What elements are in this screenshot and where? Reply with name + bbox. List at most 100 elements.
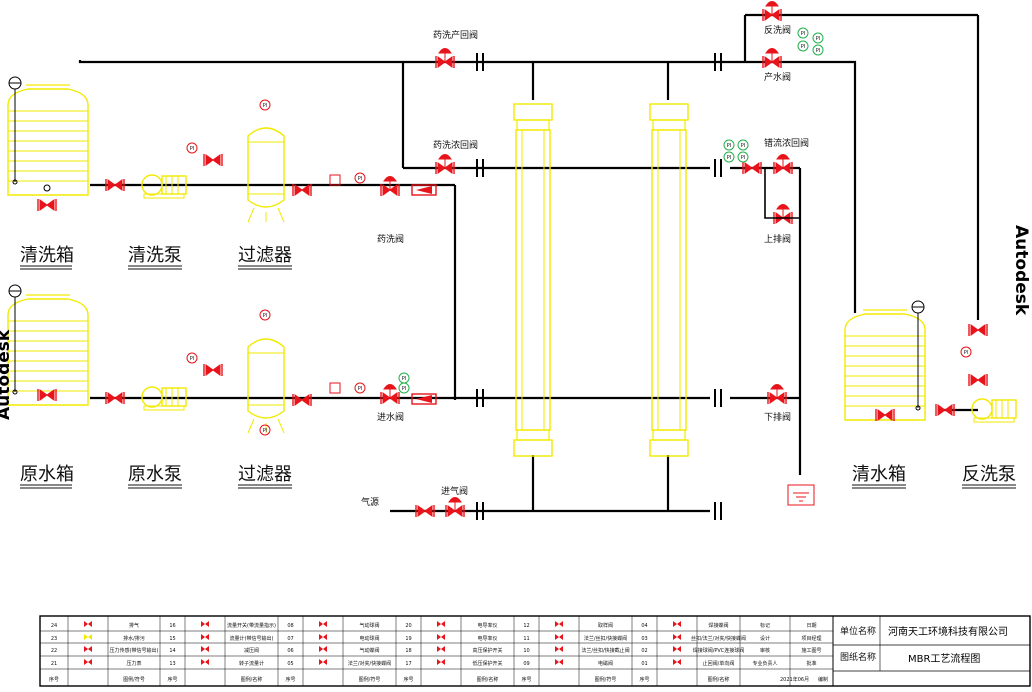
legend-cell: 电导率仪 — [477, 622, 497, 629]
label-product-valve: 产水阀 — [764, 71, 791, 83]
label-air-inlet-valve: 进气阀 — [441, 485, 468, 497]
legend-cell: 压力表 — [126, 660, 141, 667]
legend-cell: 减压阀 — [244, 647, 259, 654]
legend-cell: 08 — [287, 623, 293, 629]
legend-cell: 焊接蝶阀 — [708, 622, 728, 629]
legend-cell: 批准 — [806, 660, 816, 667]
legend-symbol-icon — [673, 659, 681, 665]
label-clean-pump: 清洗泵 — [128, 245, 182, 266]
label-air-source: 气源 — [361, 496, 379, 508]
legend-symbol-icon — [84, 621, 92, 627]
legend-cell: 24 — [51, 623, 57, 629]
company-label: 单位名称 — [840, 625, 876, 637]
equipment-labels: 清洗箱 清洗泵 过滤器 原水箱 原水泵 过滤器 清水箱 反洗泵 — [20, 245, 1016, 489]
legend-cell: 序号 — [49, 676, 59, 683]
legend-symbol-icon — [84, 659, 92, 665]
legend-cell: 序号 — [521, 676, 531, 683]
legend-cell: 止回阀/单向阀 — [703, 660, 735, 667]
legend-cell: 标记 — [760, 622, 770, 629]
legend-cell: 流量计(带信号输出) — [230, 635, 274, 642]
legend-cell: 01 — [641, 661, 647, 667]
legend-cell: 电导率仪 — [477, 635, 497, 642]
label-clear-tank: 清水箱 — [852, 464, 906, 485]
legend-cell: 丝扣/法兰/对夹/快接蝶阀 — [691, 635, 746, 642]
legend-cell: 专业负责人 — [752, 660, 777, 667]
legend-cell: 07 — [287, 636, 293, 642]
legend-cell: 序号 — [403, 676, 413, 683]
label-raw-pump: 原水泵 — [128, 464, 182, 485]
legend-cell: 气动球阀 — [359, 622, 379, 629]
legend-cell: 02 — [641, 648, 647, 654]
legend-cell: 17 — [405, 661, 411, 667]
legend-cell: 13 — [169, 661, 175, 667]
legend-cell: 图例/符号 — [595, 676, 617, 683]
legend-cell: 设计 — [760, 635, 770, 642]
legend-symbol-icon — [319, 646, 327, 652]
label-backwash-valve: 反洗阀 — [764, 24, 791, 36]
legend-cell: 14 — [169, 648, 175, 654]
valve-labels: 药洗产回阀 药洗浓回阀 药洗阀 进水阀 气源 进气阀 反洗阀 产水阀 错流浓回阀… — [361, 24, 809, 508]
legend-symbol-icon — [201, 659, 209, 665]
pressure-gauges — [186, 27, 972, 436]
legend-cell: 电磁阀 — [598, 660, 613, 667]
label-clean-tank: 清洗箱 — [20, 245, 74, 266]
legend-cell: 法兰/丝扣/快接蝶阀 — [584, 635, 627, 642]
legend-symbol-icon — [84, 646, 92, 652]
legend-symbol-icon — [319, 659, 327, 665]
membrane-module-1 — [513, 103, 553, 457]
legend-symbol-icon — [84, 634, 92, 640]
drawn-by: 编制 — [818, 676, 828, 683]
legend-cell: 序号 — [167, 676, 177, 683]
label-chem-valve: 药洗阀 — [377, 233, 404, 245]
clear-tank — [844, 309, 926, 421]
legend-cell: 22 — [51, 648, 57, 654]
legend-cell: 项目经理 — [801, 635, 821, 642]
clean-tank — [7, 84, 89, 196]
label-chem-product-return: 药洗产回阀 — [433, 29, 478, 41]
raw-tank — [7, 294, 89, 406]
legend-cell: 转子流量计 — [239, 660, 264, 667]
flowmeters — [329, 174, 437, 405]
drawing-name: MBR工艺流程图 — [908, 652, 980, 665]
legend-cell: 16 — [169, 623, 175, 629]
legend-symbol-icon — [555, 646, 563, 652]
legend-cell: 21 — [51, 661, 57, 667]
label-filter-top: 过滤器 — [238, 245, 292, 266]
legend-cell: 11 — [523, 636, 529, 642]
legend-symbol-icon — [201, 634, 209, 640]
legend-cell: 压力传感(带信号输出) — [110, 647, 159, 654]
legend-cell: 低压保护开关 — [472, 660, 502, 667]
company-name: 河南天工环境科技有限公司 — [888, 625, 1008, 638]
bypass-lines — [764, 168, 800, 219]
legend-cell: 23 — [51, 636, 57, 642]
membrane-module-2 — [649, 103, 689, 457]
legend-cell: 20 — [405, 623, 411, 629]
clean-pump — [141, 174, 187, 199]
legend-cell: 18 — [405, 648, 411, 654]
legend-cell: 法兰/对夹/快接蝶阀 — [348, 660, 391, 667]
label-crossflow-return: 错流浓回阀 — [764, 137, 809, 149]
legend-cell: 气动蝶阀 — [359, 647, 379, 654]
legend-cell: 日期 — [806, 623, 816, 629]
legend-cell: 排水/排污 — [123, 635, 145, 642]
label-chem-conc-return: 药洗浓回阀 — [433, 139, 478, 151]
legend-cell: 高压保护开关 — [472, 647, 502, 654]
legend-symbol-icon — [555, 659, 563, 665]
drawing-label: 图纸名称 — [840, 651, 876, 663]
legend-symbol-icon — [437, 621, 445, 627]
legend-symbol-icon — [437, 659, 445, 665]
legend-symbol-icon — [201, 621, 209, 627]
legend-symbol-icon — [673, 621, 681, 627]
legend-symbol-icon — [673, 646, 681, 652]
label-lower-drain: 下排阀 — [764, 411, 791, 423]
legend-cell: 09 — [523, 661, 529, 667]
legend-symbol-icon — [437, 646, 445, 652]
legend-cell: 06 — [287, 648, 293, 654]
legend-symbol-icon — [319, 621, 327, 627]
legend-cell: 图例/名称 — [241, 676, 263, 683]
legend-symbol-icon — [201, 646, 209, 652]
legend-cell: 序号 — [285, 676, 295, 683]
